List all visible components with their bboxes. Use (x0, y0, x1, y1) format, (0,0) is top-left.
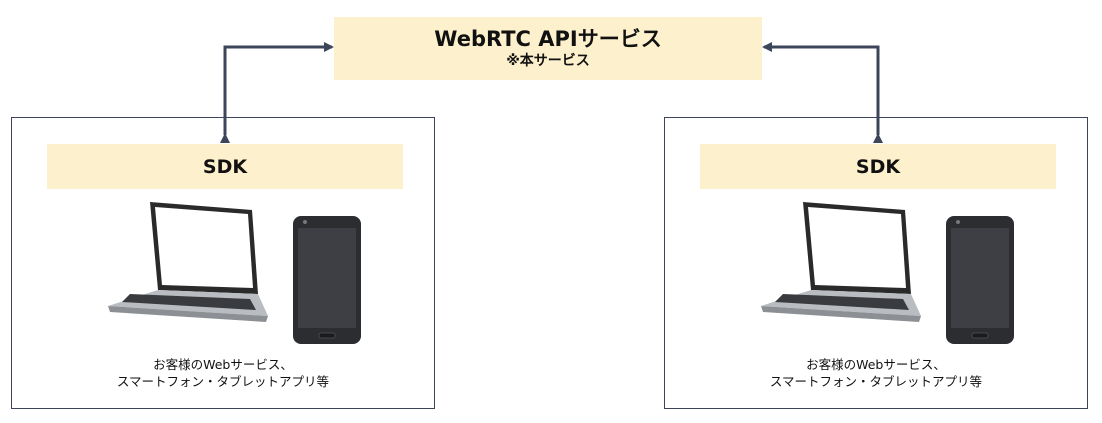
webrtc-api-service-box: WebRTC APIサービス ※本サービス (334, 17, 762, 80)
laptop-icon (761, 202, 921, 322)
panel-caption: お客様のWebサービス、 スマートフォン・タブレットアプリ等 (665, 356, 1087, 390)
sdk-bar: SDK (700, 144, 1056, 189)
caption-line-2: スマートフォン・タブレットアプリ等 (116, 374, 330, 389)
panel-caption: お客様のWebサービス、 スマートフォン・タブレットアプリ等 (12, 356, 434, 390)
smartphone-icon (293, 216, 361, 344)
api-subtitle: ※本サービス (506, 53, 590, 69)
caption-line-2: スマートフォン・タブレットアプリ等 (769, 374, 983, 389)
client-panel-left: SDK お客様のWebサービス、 スマートフォン・タブレットアプリ等 (11, 117, 435, 409)
devices-illustration (753, 198, 1023, 348)
caption-line-1: お客様のWebサービス、 (153, 357, 293, 372)
client-panel-right: SDK お客様のWebサービス、 スマートフォン・タブレットアプリ等 (664, 117, 1088, 409)
devices-illustration (100, 198, 370, 348)
caption-line-1: お客様のWebサービス、 (806, 357, 946, 372)
sdk-bar: SDK (47, 144, 403, 189)
api-title: WebRTC APIサービス (434, 27, 662, 51)
laptop-icon (108, 202, 268, 322)
smartphone-icon (946, 216, 1014, 344)
